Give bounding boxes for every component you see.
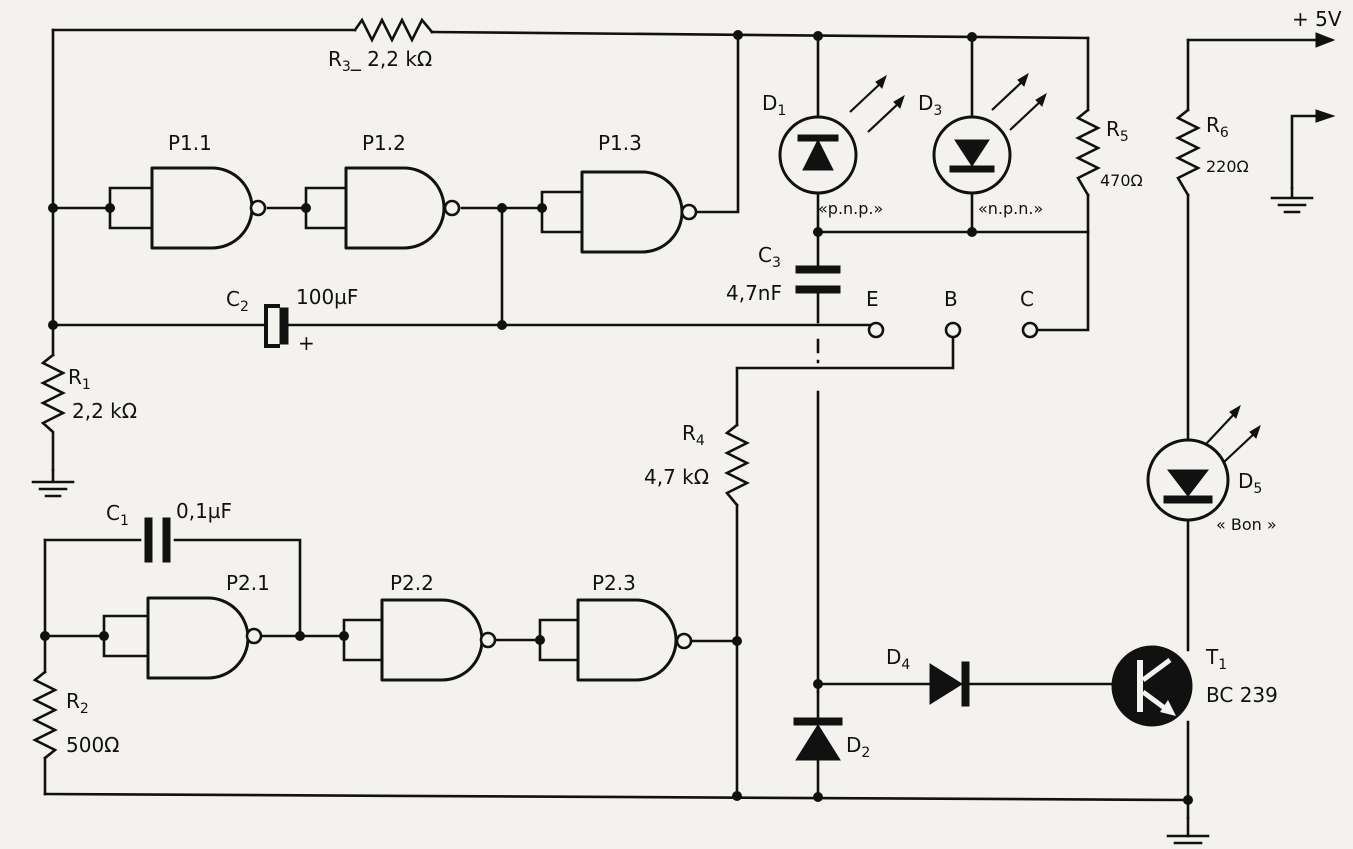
led-d5 (1146, 404, 1261, 522)
ground-output-icon (1270, 186, 1314, 214)
r3-label: R3_ 2,2 kΩ (328, 47, 432, 75)
capacitor-c1 (144, 517, 171, 563)
r2-value: 500Ω (66, 733, 119, 757)
gate-label-p21: P2.1 (226, 571, 270, 595)
nand-gate-p21 (102, 596, 263, 680)
capacitor-c3 (795, 265, 841, 294)
output-arrow-icon (1315, 109, 1336, 123)
d4-name: D4 (886, 645, 910, 673)
d5-note: « Bon » (1216, 515, 1277, 534)
c2-name: C2 (226, 287, 249, 315)
c3-name: C3 (758, 243, 781, 271)
r1-name: R1 (68, 365, 91, 393)
resistor-r1 (40, 353, 66, 472)
d3-name: D3 (918, 91, 942, 119)
r5-name: R5 (1106, 117, 1129, 145)
nand-gate-p11 (108, 166, 267, 250)
gate-label-p23: P2.3 (592, 571, 636, 595)
c1-name: C1 (106, 501, 129, 529)
resistor-r2 (32, 670, 58, 760)
diode-d2 (793, 690, 843, 761)
terminal-c[interactable] (1021, 321, 1039, 339)
d3-note: «n.p.n.» (978, 199, 1043, 218)
r6-name: R6 (1206, 113, 1229, 141)
gate-label-p22: P2.2 (390, 571, 434, 595)
supply-arrow-icon (1315, 32, 1336, 48)
c2-value: 100µF (296, 285, 358, 309)
terminal-b-label: B (944, 287, 958, 311)
gate-label-p13: P1.3 (598, 131, 642, 155)
resistor-r5 (1075, 108, 1101, 197)
led-d3 (932, 72, 1047, 195)
nand-gate-p23 (538, 598, 693, 682)
r1-value: 2,2 kΩ (72, 399, 137, 423)
r4-name: R4 (682, 421, 705, 449)
c2-polarity: + (298, 331, 315, 355)
c1-value: 0,1µF (176, 499, 232, 523)
terminal-b[interactable] (944, 321, 962, 339)
d2-name: D2 (846, 733, 870, 761)
d5-name: D5 (1238, 469, 1262, 497)
d1-note: «p.n.p.» (818, 199, 883, 218)
nand-gate-p12 (304, 166, 461, 250)
resistor-r3 (353, 17, 434, 43)
nand-gate-p13 (540, 170, 698, 254)
gate-label-p12: P1.2 (362, 131, 406, 155)
supply-label: + 5V (1292, 7, 1342, 31)
terminal-e-label: E (866, 287, 879, 311)
terminal-c-label: C (1020, 287, 1034, 311)
ground-r1-icon (31, 468, 75, 498)
resistor-r4 (724, 423, 750, 507)
capacitor-c2 (264, 304, 289, 348)
r5-value: 470Ω (1100, 171, 1143, 190)
t1-type: BC 239 (1206, 683, 1278, 707)
diode-d4 (929, 661, 970, 707)
junction-dots (40, 30, 1193, 805)
resistor-r6 (1175, 108, 1201, 197)
t1-name: T1 (1205, 645, 1227, 673)
led-d1 (778, 74, 905, 195)
r4-value: 4,7 kΩ (644, 465, 709, 489)
c3-value: 4,7nF (726, 281, 782, 305)
ground-bottom-icon (1166, 816, 1210, 845)
r2-name: R2 (66, 689, 89, 717)
nand-gate-p22 (342, 598, 497, 682)
terminal-e[interactable] (867, 321, 885, 339)
gate-label-p11: P1.1 (168, 131, 212, 155)
r6-value: 220Ω (1206, 157, 1249, 176)
transistor-t1 (1111, 645, 1193, 727)
d1-name: D1 (762, 91, 786, 119)
